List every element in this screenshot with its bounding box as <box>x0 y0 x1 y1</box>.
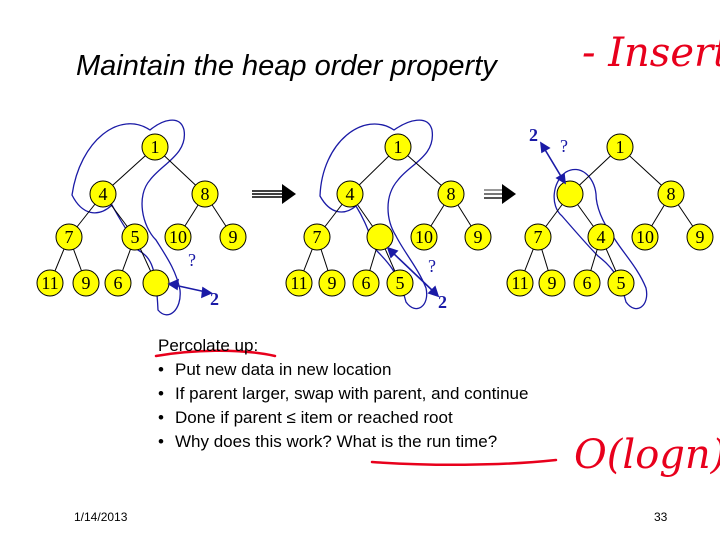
svg-text:6: 6 <box>114 273 123 293</box>
heap-node: 7 <box>303 223 331 251</box>
heap-node: 9 <box>538 269 566 297</box>
path-outline <box>319 119 433 310</box>
compare-arrow <box>386 246 440 298</box>
svg-text:11: 11 <box>511 273 528 293</box>
new-value-label: 2 <box>210 289 219 309</box>
percolate-up-notes: Percolate up: Put new data in new locati… <box>158 336 528 454</box>
heap-node: 9 <box>318 269 346 297</box>
slide-date: 1/14/2013 <box>74 510 128 524</box>
svg-text:9: 9 <box>328 273 337 293</box>
svg-text:7: 7 <box>65 227 74 247</box>
new-value-label: 2 <box>438 292 447 312</box>
heap-node: 4 <box>587 223 615 251</box>
compare-arrow <box>540 141 566 185</box>
svg-text:1: 1 <box>394 137 403 157</box>
insert-arrow <box>167 278 213 299</box>
svg-text:10: 10 <box>169 227 187 247</box>
heap-node: 10 <box>631 223 659 251</box>
heap-node: 5 <box>121 223 149 251</box>
notes-item: Why does this work? What is the run time… <box>158 430 528 454</box>
complexity-annotation: O(logn) <box>574 432 720 478</box>
svg-text:11: 11 <box>290 273 307 293</box>
heap-node: 8 <box>437 180 465 208</box>
heap-node: 4 <box>336 180 364 208</box>
heap-node: 7 <box>55 223 83 251</box>
heap-node: 9 <box>219 223 247 251</box>
heap-node: 1 <box>384 133 412 161</box>
svg-text:1: 1 <box>616 137 625 157</box>
question-mark: ? <box>188 250 196 270</box>
svg-text:7: 7 <box>534 227 543 247</box>
svg-text:10: 10 <box>415 227 433 247</box>
svg-text:1: 1 <box>151 137 160 157</box>
svg-text:4: 4 <box>99 184 108 204</box>
heap-node: 11 <box>285 269 313 297</box>
svg-text:5: 5 <box>396 273 405 293</box>
edges <box>519 146 701 284</box>
path-outline <box>553 168 648 310</box>
svg-text:9: 9 <box>82 273 91 293</box>
svg-text:6: 6 <box>583 273 592 293</box>
slide-title: Maintain the heap order property <box>76 50 497 82</box>
svg-text:8: 8 <box>447 184 456 204</box>
notes-list: Put new data in new location If parent l… <box>158 358 528 454</box>
heap-node: 10 <box>410 223 438 251</box>
slide-number: 33 <box>654 510 668 524</box>
svg-text:5: 5 <box>131 227 140 247</box>
heap-node: 10 <box>164 223 192 251</box>
heap-node: 4 <box>89 180 117 208</box>
notes-item: Put new data in new location <box>158 358 528 382</box>
svg-text:11: 11 <box>41 273 58 293</box>
svg-text:9: 9 <box>548 273 557 293</box>
arrow-1-to-2 <box>252 184 296 204</box>
heap-node: 11 <box>506 269 534 297</box>
heap-node: 9 <box>464 223 492 251</box>
svg-text:8: 8 <box>667 184 676 204</box>
heap-node: 11 <box>36 269 64 297</box>
svg-text:9: 9 <box>229 227 238 247</box>
heap-node-empty <box>142 269 170 297</box>
question-mark: ? <box>428 256 436 276</box>
insert-annotation: - Insert <box>582 30 720 76</box>
new-value-label: 2 <box>529 125 538 145</box>
percolate-underline <box>154 349 277 358</box>
heap-node: 6 <box>352 269 380 297</box>
svg-text:4: 4 <box>597 227 606 247</box>
tree-3: 1 8 7 4 10 9 11 9 6 5 ? 2 <box>506 125 714 310</box>
heap-node: 9 <box>686 223 714 251</box>
arrow-2-to-3 <box>484 184 516 204</box>
edges <box>49 146 234 284</box>
heap-node: 9 <box>72 269 100 297</box>
tree-2: 1 4 8 7 10 9 11 9 6 5 ? 2 <box>285 119 492 312</box>
svg-text:9: 9 <box>474 227 483 247</box>
heap-node: 5 <box>386 269 414 297</box>
svg-text:8: 8 <box>201 184 210 204</box>
notes-item: If parent larger, swap with parent, and … <box>158 382 528 406</box>
heap-node: 8 <box>657 180 685 208</box>
svg-text:6: 6 <box>362 273 371 293</box>
svg-text:9: 9 <box>696 227 705 247</box>
heap-node: 8 <box>191 180 219 208</box>
heap-node: 6 <box>104 269 132 297</box>
heap-node-empty <box>366 223 394 251</box>
svg-text:4: 4 <box>346 184 355 204</box>
heap-node: 1 <box>606 133 634 161</box>
tree-1: 1 4 8 7 5 10 9 11 9 6 ? 2 <box>36 119 247 316</box>
heap-node: 6 <box>573 269 601 297</box>
heap-node: 5 <box>607 269 635 297</box>
heap-node: 1 <box>141 133 169 161</box>
svg-text:7: 7 <box>313 227 322 247</box>
svg-text:10: 10 <box>636 227 654 247</box>
notes-heading: Percolate up: <box>158 336 259 355</box>
heap-node: 7 <box>524 223 552 251</box>
svg-text:5: 5 <box>617 273 626 293</box>
question-mark: ? <box>560 136 568 156</box>
notes-item: Done if parent ≤ item or reached root <box>158 406 528 430</box>
heap-node-empty <box>556 180 584 208</box>
runtime-underline <box>370 458 558 467</box>
